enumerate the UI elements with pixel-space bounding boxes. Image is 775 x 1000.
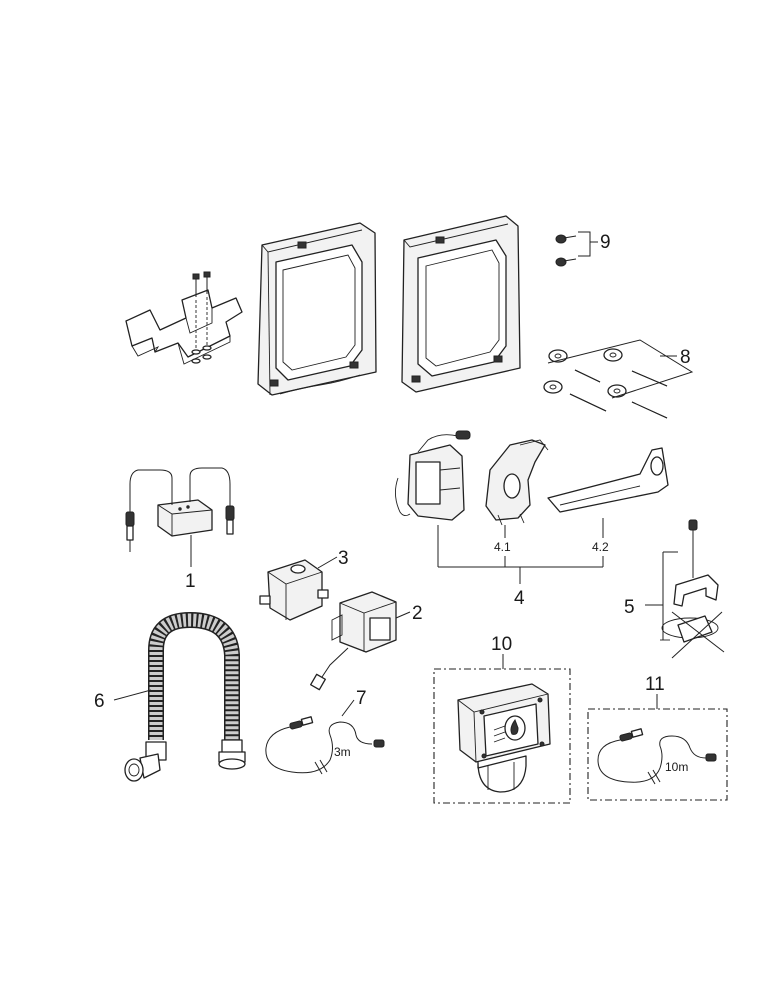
mounting-bracket-icon: [125, 271, 243, 365]
label-part-2: 2: [412, 603, 423, 624]
label-part-4-1: 4.1: [494, 540, 511, 554]
label-part-6: 6: [94, 691, 105, 712]
screw-icon: [191, 271, 212, 364]
label-part-11: 11: [645, 674, 665, 695]
electronics-module-icon: [125, 467, 235, 552]
cable-length-10m: 10m: [665, 760, 688, 774]
cable-3m-icon: [265, 716, 385, 775]
cable-10m-icon: [597, 728, 717, 785]
label-part-4-2: 4.2: [592, 540, 609, 554]
label-part-7: 7: [356, 688, 367, 709]
sensor-bracket-icon: [660, 519, 725, 659]
power-supply-icon: [457, 683, 551, 793]
braided-hose-icon: [124, 611, 246, 782]
transformer-icon: [310, 591, 397, 691]
label-part-10: 10: [491, 634, 512, 655]
label-part-4: 4: [514, 588, 525, 609]
part-11-frame: [587, 708, 728, 801]
label-part-3: 3: [338, 548, 349, 569]
cable-length-3m: 3m: [334, 745, 351, 759]
mounting-frame-icon: [257, 222, 377, 396]
screw-icon: [543, 339, 694, 419]
label-part-9: 9: [600, 232, 611, 253]
label-part-8: 8: [680, 347, 691, 368]
label-part-5: 5: [624, 597, 635, 618]
junction-box-icon: [259, 559, 329, 621]
screw-icon: [555, 231, 598, 267]
label-part-1: 1: [185, 571, 196, 592]
mounting-frame-icon: [401, 215, 521, 393]
solenoid-valve-icon: [395, 430, 669, 526]
